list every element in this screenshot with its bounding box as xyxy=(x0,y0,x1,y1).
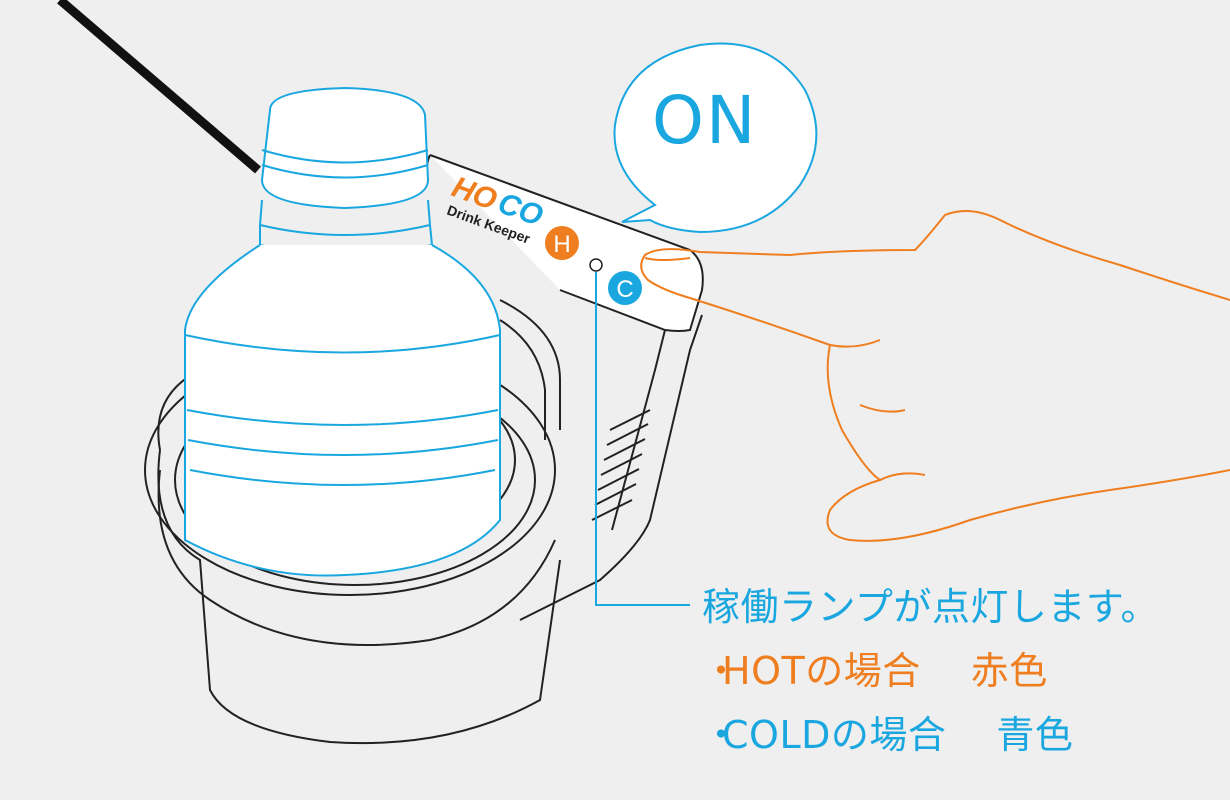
cold-button-label: C xyxy=(616,276,633,303)
hot-label: HOTの場合 xyxy=(722,649,921,693)
speech-bubble-icon xyxy=(613,42,818,234)
on-label: ON xyxy=(652,82,758,159)
caption-hot: ・HOTの場合 赤色 xyxy=(702,652,1048,690)
cold-color: 青色 xyxy=(996,713,1074,757)
leader-line xyxy=(595,272,690,606)
hot-button-label: H xyxy=(553,231,570,258)
bottle-illustration xyxy=(184,86,501,577)
caption-main: 稼働ランプが点灯します。 xyxy=(702,585,1160,629)
cold-label: COLDの場合 xyxy=(722,713,947,757)
bullet: ・ xyxy=(702,649,741,693)
bullet: ・ xyxy=(702,713,741,757)
hot-color: 赤色 xyxy=(970,649,1048,693)
hand-illustration xyxy=(640,210,1230,542)
indicator-lamp xyxy=(589,258,603,272)
power-cord xyxy=(57,0,261,174)
caption-cold: ・COLDの場合 青色 xyxy=(702,716,1073,754)
cold-button[interactable]: C xyxy=(608,271,642,305)
hot-button[interactable]: H xyxy=(545,226,579,260)
